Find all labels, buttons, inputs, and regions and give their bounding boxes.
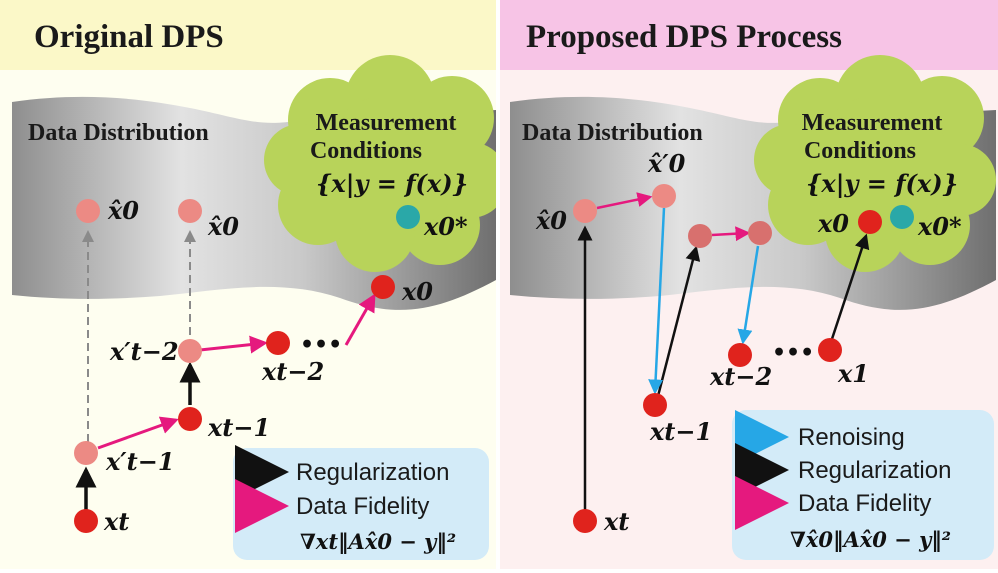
right-legend-data-fidelity: Data Fidelity (798, 490, 931, 517)
right-renoising-arrow-1 (648, 207, 666, 395)
left-panel: Original DPS Data Distribution Measureme… (0, 0, 508, 569)
right-point-mid-a (688, 224, 712, 248)
right-legend-box (732, 410, 994, 560)
right-fidelity-arrow-2 (711, 226, 751, 242)
left-point-xt2 (266, 331, 290, 355)
right-panel-header (500, 0, 998, 70)
left-panel-header (0, 0, 496, 70)
right-point-xt2 (728, 343, 752, 367)
left-label-xt2: xt−2 (261, 357, 324, 386)
left-label-x0-star: x0* (423, 212, 468, 241)
left-point-x0-star (396, 205, 420, 229)
left-measurement-label-line2: Conditions (310, 138, 422, 164)
left-legend-box (233, 448, 489, 560)
right-legend-regularization: Regularization (798, 457, 951, 484)
right-distribution-label: Data Distribution (522, 120, 703, 146)
right-constraint-set: {x|y = f(x)} (806, 169, 958, 198)
left-ellipsis: ••• (300, 332, 342, 358)
left-point-xt2-prime (178, 339, 202, 363)
left-legend-gradient: ∇xt‖Ax̂0 − y‖² (300, 529, 456, 554)
right-renoising-arrow-2 (737, 245, 760, 345)
left-fidelity-arrow-2 (199, 335, 268, 354)
right-point-x0-hat (573, 199, 597, 223)
right-measurement-label-line2: Conditions (804, 138, 916, 164)
right-label-x0: x0 (817, 209, 849, 238)
right-panel: Proposed DPS Process Data Distribution M… (500, 0, 998, 569)
left-point-xt (74, 509, 98, 533)
right-point-xt1 (643, 393, 667, 417)
left-label-xt: xt (103, 507, 129, 536)
left-legend-data-fidelity: Data Fidelity (296, 493, 429, 520)
left-point-x0-hat-a (76, 199, 100, 223)
left-label-x0: x0 (401, 277, 433, 306)
right-legend-gradient: ∇x̂0‖Ax̂0 − y‖² (790, 527, 951, 552)
right-label-xt2: xt−2 (709, 362, 772, 391)
left-fidelity-arrow-1 (97, 416, 179, 450)
left-label-xt2-prime: x′t−2 (109, 337, 179, 366)
left-label-xt1: xt−1 (207, 413, 270, 442)
left-panel-title: Original DPS (34, 19, 224, 55)
right-legend: Renoising Regularization Data Fidelity ∇… (732, 410, 994, 560)
right-legend-renoising: Renoising (798, 424, 905, 451)
right-regularization-arrow-2 (655, 245, 701, 401)
right-label-x0-hat: x̂0 (535, 206, 567, 235)
right-measurement-cloud (754, 55, 996, 272)
right-panel-title: Proposed DPS Process (526, 19, 842, 55)
right-point-xt (573, 509, 597, 533)
left-label-xt1-prime: x′t−1 (105, 447, 175, 476)
left-legend-regularization: Regularization (296, 459, 449, 486)
right-regularization-arrow-3 (828, 233, 870, 346)
left-point-xt1 (178, 407, 202, 431)
left-measurement-label-line1: Measurement (316, 110, 457, 136)
left-measurement-cloud (264, 55, 508, 272)
right-label-x0-star: x0* (917, 212, 962, 241)
left-point-x0-hat-b (178, 199, 202, 223)
left-legend: Regularization Data Fidelity ∇xt‖Ax̂0 − … (233, 445, 489, 560)
right-label-x0-hat-prime: x̂′0 (647, 149, 686, 178)
right-point-x1 (818, 338, 842, 362)
left-fidelity-arrow-3 (344, 293, 376, 346)
left-constraint-set: {x|y = f(x)} (316, 169, 468, 198)
right-point-x0-hat-prime (652, 184, 676, 208)
left-point-xt1-prime (74, 441, 98, 465)
left-distribution-label: Data Distribution (28, 120, 209, 146)
left-label-x0-hat-a: x̂0 (107, 196, 139, 225)
right-ellipsis: ••• (772, 340, 814, 366)
right-point-x0 (858, 210, 882, 234)
right-point-mid-b (748, 221, 772, 245)
right-label-xt1: xt−1 (649, 417, 712, 446)
left-label-x0-hat-b: x̂0 (207, 212, 239, 241)
panel-divider (496, 0, 500, 569)
right-measurement-label-line1: Measurement (802, 110, 943, 136)
right-fidelity-arrow-1 (596, 192, 653, 210)
right-label-x1: x1 (837, 359, 869, 388)
right-label-xt: xt (603, 507, 629, 536)
right-point-x0-star (890, 205, 914, 229)
left-point-x0 (371, 275, 395, 299)
